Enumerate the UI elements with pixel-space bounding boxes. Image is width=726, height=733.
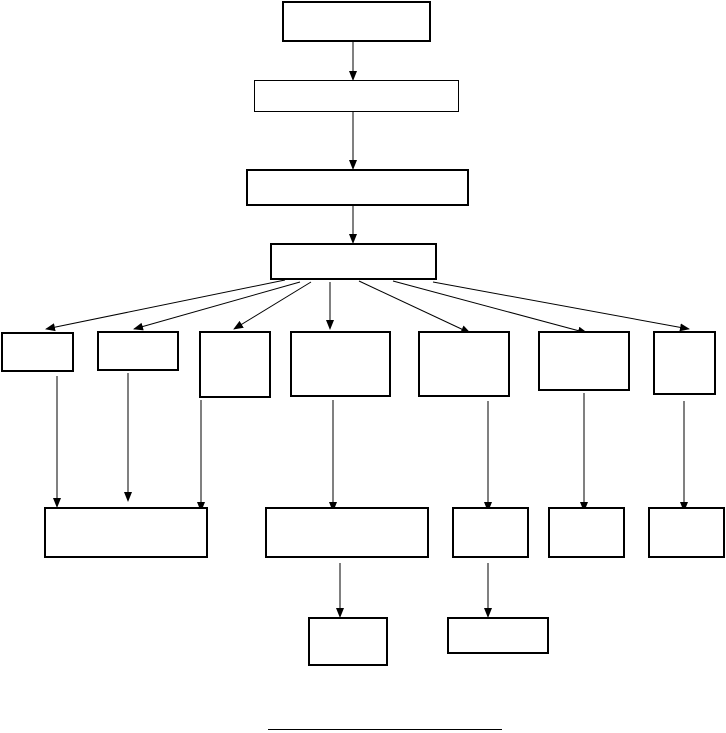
node-hub xyxy=(270,243,437,280)
node-branch-7 xyxy=(653,331,716,395)
node-branch-5 xyxy=(418,331,510,397)
arrow-hub-to-branch-7 xyxy=(432,281,690,332)
node-final-5 xyxy=(447,617,549,654)
node-final-center xyxy=(308,617,388,666)
node-top xyxy=(282,1,431,42)
node-branch-2 xyxy=(97,331,179,371)
node-level-3 xyxy=(246,169,469,206)
arrow-hub-to-branch-1 xyxy=(45,279,286,332)
arrow-hub-to-branch-5 xyxy=(358,280,471,334)
node-branch-1 xyxy=(1,332,74,372)
node-branch-4 xyxy=(290,331,391,397)
arrow-hub-to-branch-3 xyxy=(233,281,312,330)
node-merge-center xyxy=(265,507,429,558)
node-merge-left xyxy=(44,507,208,558)
footer-rule xyxy=(268,729,502,730)
node-branch-6 xyxy=(538,331,630,391)
node-result-6 xyxy=(548,507,625,558)
node-branch-3 xyxy=(199,331,271,398)
arrow-hub-to-branch-6 xyxy=(392,280,588,335)
node-result-5 xyxy=(452,507,529,558)
node-result-7 xyxy=(648,507,725,558)
node-level-2 xyxy=(254,80,459,112)
arrow-hub-to-branch-2 xyxy=(133,281,301,331)
